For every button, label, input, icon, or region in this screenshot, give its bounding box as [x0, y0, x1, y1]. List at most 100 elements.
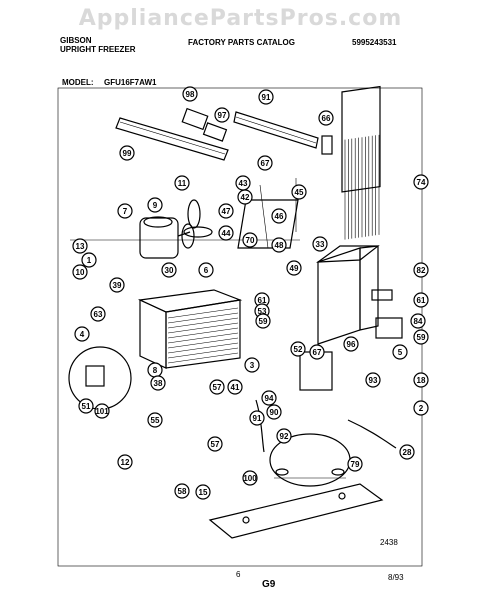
- evaporator-fin: [167, 352, 239, 364]
- callout-12: 12: [117, 454, 133, 470]
- callout-13: 13: [72, 238, 88, 254]
- callout-49: 49: [286, 260, 302, 276]
- callout-label: 41: [231, 383, 240, 392]
- callout-label: 53: [258, 307, 267, 316]
- callout-82: 82: [413, 262, 429, 278]
- callout-66: 66: [318, 110, 334, 126]
- callout-label: 61: [417, 296, 426, 305]
- callout-45: 45: [291, 184, 307, 200]
- callout-label: 101: [95, 407, 109, 416]
- tubing-part: [255, 399, 265, 453]
- callout-label: 48: [275, 241, 284, 250]
- callout-55: 55: [147, 412, 163, 428]
- callout-label: 74: [417, 178, 426, 187]
- evaporator-fin: [167, 347, 239, 359]
- callout-67: 67: [257, 155, 273, 171]
- callout-label: 97: [218, 111, 227, 120]
- callout-label: 3: [250, 361, 255, 370]
- callout-3: 3: [244, 357, 260, 373]
- page-number: 6: [236, 570, 241, 579]
- callout-92: 92: [276, 428, 292, 444]
- callout-52: 52: [290, 341, 306, 357]
- callout-74: 74: [413, 174, 429, 190]
- evaporator-fin: [167, 322, 239, 334]
- callout-101: 101: [94, 403, 110, 419]
- callout-57: 57: [209, 379, 225, 395]
- wire-part: [347, 419, 397, 449]
- callout-28: 28: [399, 444, 415, 460]
- callout-label: 66: [322, 114, 331, 123]
- callout-label: 2: [419, 404, 424, 413]
- callout-label: 6: [204, 266, 209, 275]
- callout-9: 9: [147, 197, 163, 213]
- callout-57: 57: [207, 436, 223, 452]
- callout-label: 90: [270, 408, 279, 417]
- callout-67: 67: [309, 344, 325, 360]
- callout-11: 11: [174, 175, 190, 191]
- callout-label: 93: [369, 376, 378, 385]
- callout-label: 67: [261, 159, 270, 168]
- model-label: MODEL:: [62, 78, 94, 87]
- callout-61: 61: [413, 292, 429, 308]
- fan-motor-part: [139, 216, 191, 259]
- callout-41: 41: [227, 379, 243, 395]
- callout-label: 58: [178, 487, 187, 496]
- callout-label: 94: [265, 394, 274, 403]
- callout-label: 91: [262, 93, 271, 102]
- defrost-timer-inset: [68, 346, 132, 410]
- callout-59: 59: [413, 329, 429, 345]
- callout-label: 9: [153, 201, 158, 210]
- callout-label: 38: [154, 379, 163, 388]
- evaporator-part: [137, 289, 243, 369]
- callout-label: 99: [123, 149, 132, 158]
- callout-59: 59: [255, 313, 271, 329]
- callout-label: 67: [313, 348, 322, 357]
- callout-96: 96: [343, 336, 359, 352]
- callout-70: 70: [242, 232, 258, 248]
- callout-46: 46: [271, 208, 287, 224]
- callout-label: 4: [80, 330, 85, 339]
- callout-90: 90: [266, 404, 282, 420]
- callout-label: 47: [222, 207, 231, 216]
- evaporator-fin: [167, 327, 239, 339]
- evaporator-fin: [167, 337, 239, 349]
- callout-91: 91: [249, 410, 265, 426]
- callout-38: 38: [150, 375, 166, 391]
- callout-91: 91: [258, 89, 274, 105]
- callout-5: 5: [392, 344, 408, 360]
- catalog-number: 5995243531: [352, 38, 397, 47]
- callout-48: 48: [271, 237, 287, 253]
- callout-label: 18: [417, 376, 426, 385]
- top-rail-left: [115, 117, 229, 161]
- callout-label: 8: [153, 366, 158, 375]
- watermark: AppliancePartsPros.com: [78, 6, 403, 31]
- evaporator-fin: [167, 307, 239, 319]
- section-code: G9: [262, 579, 276, 590]
- catalog-title: FACTORY PARTS CATALOG: [188, 38, 295, 47]
- callout-label: 59: [259, 317, 268, 326]
- callout-18: 18: [413, 372, 429, 388]
- cover-part: [375, 317, 403, 339]
- callout-label: 52: [294, 345, 303, 354]
- condenser-coil-part: [341, 85, 381, 240]
- print-date: 8/93: [388, 573, 404, 582]
- base-plate-part: [208, 483, 384, 539]
- top-rail-right: [233, 111, 319, 149]
- callout-1: 1: [81, 252, 97, 268]
- condenser-housing-part: [316, 245, 380, 345]
- callout-30: 30: [161, 262, 177, 278]
- callout-label: 7: [123, 207, 128, 216]
- light-socket-part: [181, 107, 228, 142]
- callout-label: 84: [414, 317, 423, 326]
- callout-label: 57: [211, 440, 220, 449]
- callout-label: 28: [403, 448, 412, 457]
- callout-79: 79: [347, 456, 363, 472]
- callout-39: 39: [109, 277, 125, 293]
- callout-label: 10: [76, 268, 85, 277]
- callout-label: 30: [165, 266, 174, 275]
- callout-label: 33: [316, 240, 325, 249]
- callout-label: 79: [351, 460, 360, 469]
- callout-10: 10: [72, 264, 88, 280]
- callout-4: 4: [74, 326, 90, 342]
